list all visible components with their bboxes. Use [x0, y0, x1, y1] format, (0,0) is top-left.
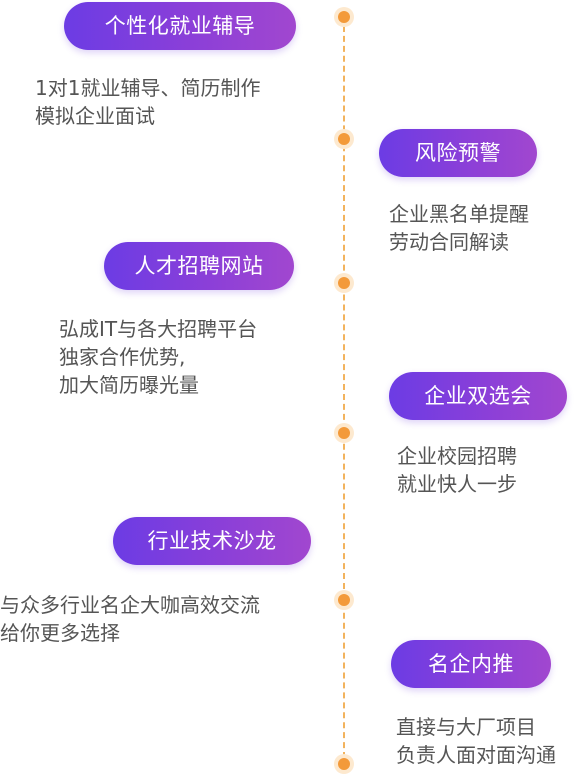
timeline-node	[334, 590, 354, 610]
description-line: 模拟企业面试	[35, 104, 155, 128]
service-description: 企业黑名单提醒 劳动合同解读	[389, 200, 529, 256]
service-title-pill[interactable]: 行业技术沙龙	[113, 517, 311, 565]
service-description: 与众多行业名企大咖高效交流 给你更多选择	[0, 591, 260, 647]
service-description: 直接与大厂项目 负责人面对面沟通	[396, 713, 556, 769]
description-line: 就业快人一步	[397, 472, 517, 496]
service-title-pill[interactable]: 人才招聘网站	[104, 242, 294, 290]
timeline-node	[334, 129, 354, 149]
description-line: 独家合作优势,	[59, 345, 186, 369]
service-title-pill[interactable]: 风险预警	[379, 129, 537, 177]
service-description: 企业校园招聘 就业快人一步	[397, 442, 517, 498]
description-line: 企业黑名单提醒	[389, 202, 529, 226]
description-line: 弘成IT与各大招聘平台	[59, 317, 258, 341]
timeline-node	[334, 273, 354, 293]
description-line: 与众多行业名企大咖高效交流	[0, 593, 260, 617]
description-line: 直接与大厂项目	[396, 715, 536, 739]
description-line: 劳动合同解读	[389, 230, 509, 254]
description-line: 加大简历曝光量	[59, 373, 199, 397]
timeline-line	[343, 16, 345, 768]
service-title-pill[interactable]: 企业双选会	[389, 372, 567, 420]
service-description: 1对1就业辅导、简历制作 模拟企业面试	[35, 74, 260, 130]
description-line: 企业校园招聘	[397, 444, 517, 468]
timeline-node	[334, 423, 354, 443]
description-line: 负责人面对面沟通	[396, 743, 556, 767]
description-line: 给你更多选择	[0, 621, 120, 645]
service-title-pill[interactable]: 个性化就业辅导	[64, 2, 296, 50]
timeline-node	[334, 7, 354, 27]
service-title-pill[interactable]: 名企内推	[391, 640, 551, 688]
service-description: 弘成IT与各大招聘平台 独家合作优势, 加大简历曝光量	[59, 315, 257, 399]
description-line: 1对1就业辅导、简历制作	[35, 76, 261, 100]
timeline-node	[334, 754, 354, 774]
